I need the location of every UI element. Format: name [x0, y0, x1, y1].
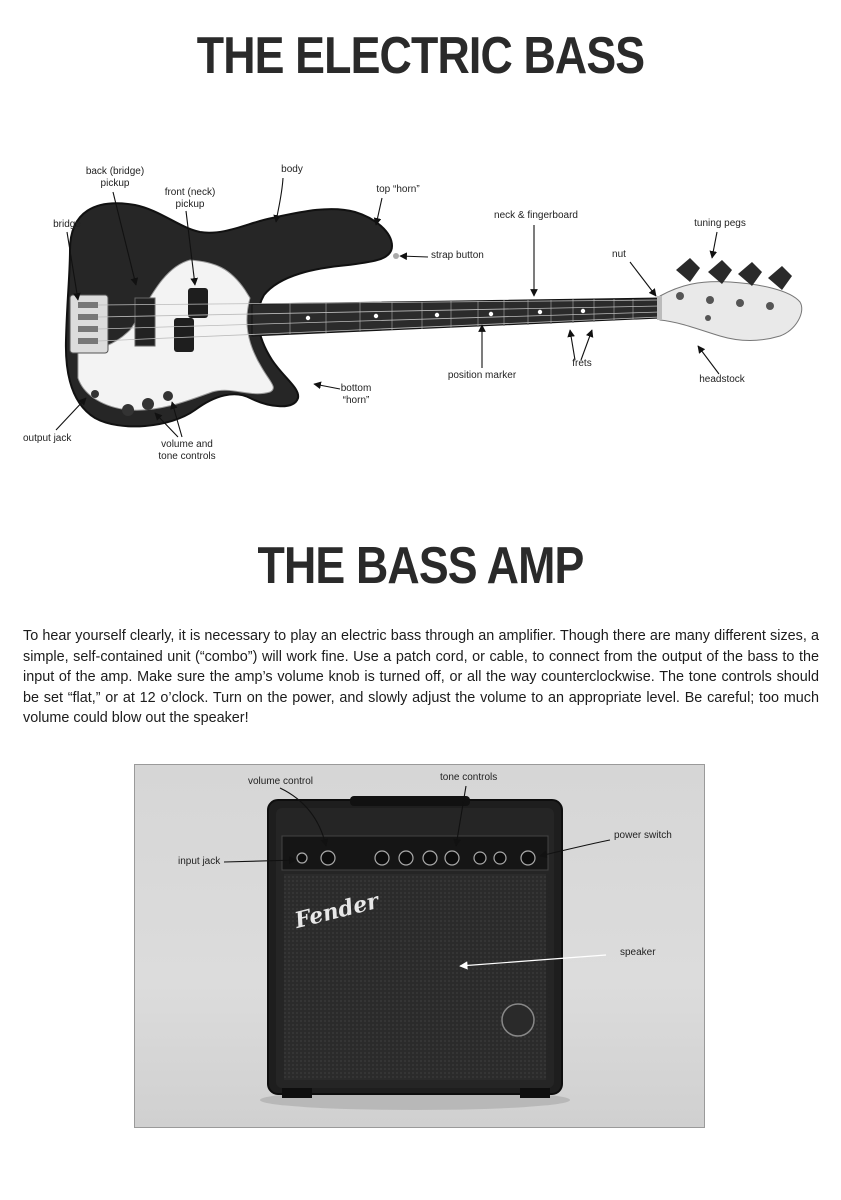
label-neck-fingerboard: neck & fingerboard	[494, 210, 578, 221]
label-tuning-pegs: tuning pegs	[694, 218, 746, 229]
label-front-pickup-line2: pickup	[175, 199, 205, 210]
label-volume-tone-controls: volume and tone controls	[152, 439, 222, 463]
label-bottom-horn: bottom “horn”	[334, 383, 378, 407]
label-position-marker: position marker	[447, 370, 517, 381]
back-pickup	[134, 297, 156, 347]
page-title-electric-bass: THE ELECTRIC BASS	[196, 27, 645, 85]
label-strap-button: strap button	[431, 250, 484, 261]
label-nut: nut	[612, 249, 626, 260]
label-volume-control: volume control	[248, 776, 314, 787]
label-body: body	[281, 164, 303, 175]
bass-illustration	[55, 177, 803, 438]
label-back-pickup: back (bridge) pickup	[80, 166, 150, 190]
label-bottom-horn-line1: bottom	[340, 383, 372, 394]
label-top-horn: top “horn”	[376, 184, 420, 195]
label-power-switch: power switch	[614, 830, 672, 841]
intro-paragraph: To hear yourself clearly, it is necessar…	[23, 628, 819, 726]
label-input-jack: input jack	[178, 856, 221, 867]
label-front-pickup: front (neck) pickup	[158, 187, 222, 211]
front-pickup-lower	[174, 318, 194, 352]
amp-photo	[134, 764, 705, 1128]
label-tone-controls: tone controls	[440, 772, 498, 783]
front-pickup-upper	[188, 288, 208, 318]
label-back-pickup-line1: back (bridge)	[85, 166, 145, 177]
label-back-pickup-line2: pickup	[100, 178, 130, 189]
label-controls-line1: volume and	[161, 439, 213, 450]
label-front-pickup-line1: front (neck)	[164, 187, 216, 198]
section-title-bass-amp: THE BASS AMP	[257, 537, 585, 595]
label-output-jack: output jack	[23, 433, 72, 444]
neck-fingerboard	[251, 297, 661, 337]
label-controls-line2: tone controls	[158, 451, 216, 462]
label-headstock: headstock	[699, 374, 745, 385]
label-bottom-horn-line2: “horn”	[342, 395, 370, 406]
label-speaker: speaker	[620, 947, 656, 958]
headstock	[659, 281, 803, 341]
label-bridge: bridge	[53, 219, 81, 230]
label-frets: frets	[572, 358, 592, 369]
